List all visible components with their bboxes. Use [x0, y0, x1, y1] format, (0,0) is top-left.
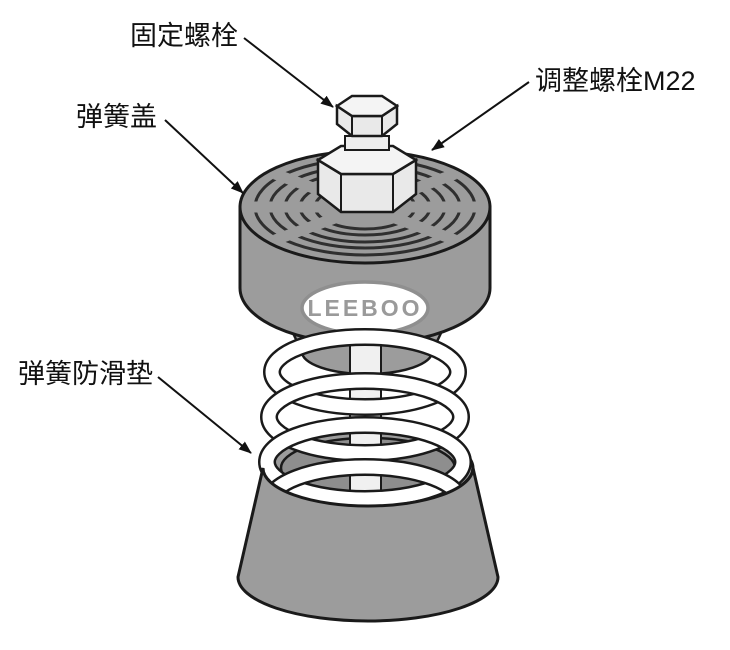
- antislip-pad-front: [236, 467, 500, 623]
- leader-adjusting-bolt: [431, 81, 530, 151]
- nut-top-face: [315, 144, 419, 176]
- leader-antislip-pad: [157, 376, 252, 454]
- label-fixing-bolt: 固定螺栓: [130, 21, 238, 51]
- fixing-bolt: [334, 94, 400, 151]
- leader-fixing-bolt: [243, 37, 334, 108]
- coil-3: [258, 416, 472, 508]
- leader-lines: [157, 37, 530, 454]
- watermark-text: LEEBOO: [307, 295, 422, 321]
- label-spring-cover: 弹簧盖: [76, 102, 157, 132]
- leader-spring-cover: [164, 119, 244, 194]
- label-antislip-pad: 弹簧防滑垫: [18, 359, 153, 389]
- bolt-washer: [344, 135, 390, 151]
- bolt-head-top: [334, 94, 400, 118]
- coil-1: [263, 328, 467, 416]
- coil-2: [260, 372, 470, 462]
- leeboo-badge: LEEBOO: [300, 280, 430, 336]
- adjusting-hex-nut: [315, 144, 419, 214]
- label-adjusting-bolt: 调整螺栓M22: [535, 66, 696, 96]
